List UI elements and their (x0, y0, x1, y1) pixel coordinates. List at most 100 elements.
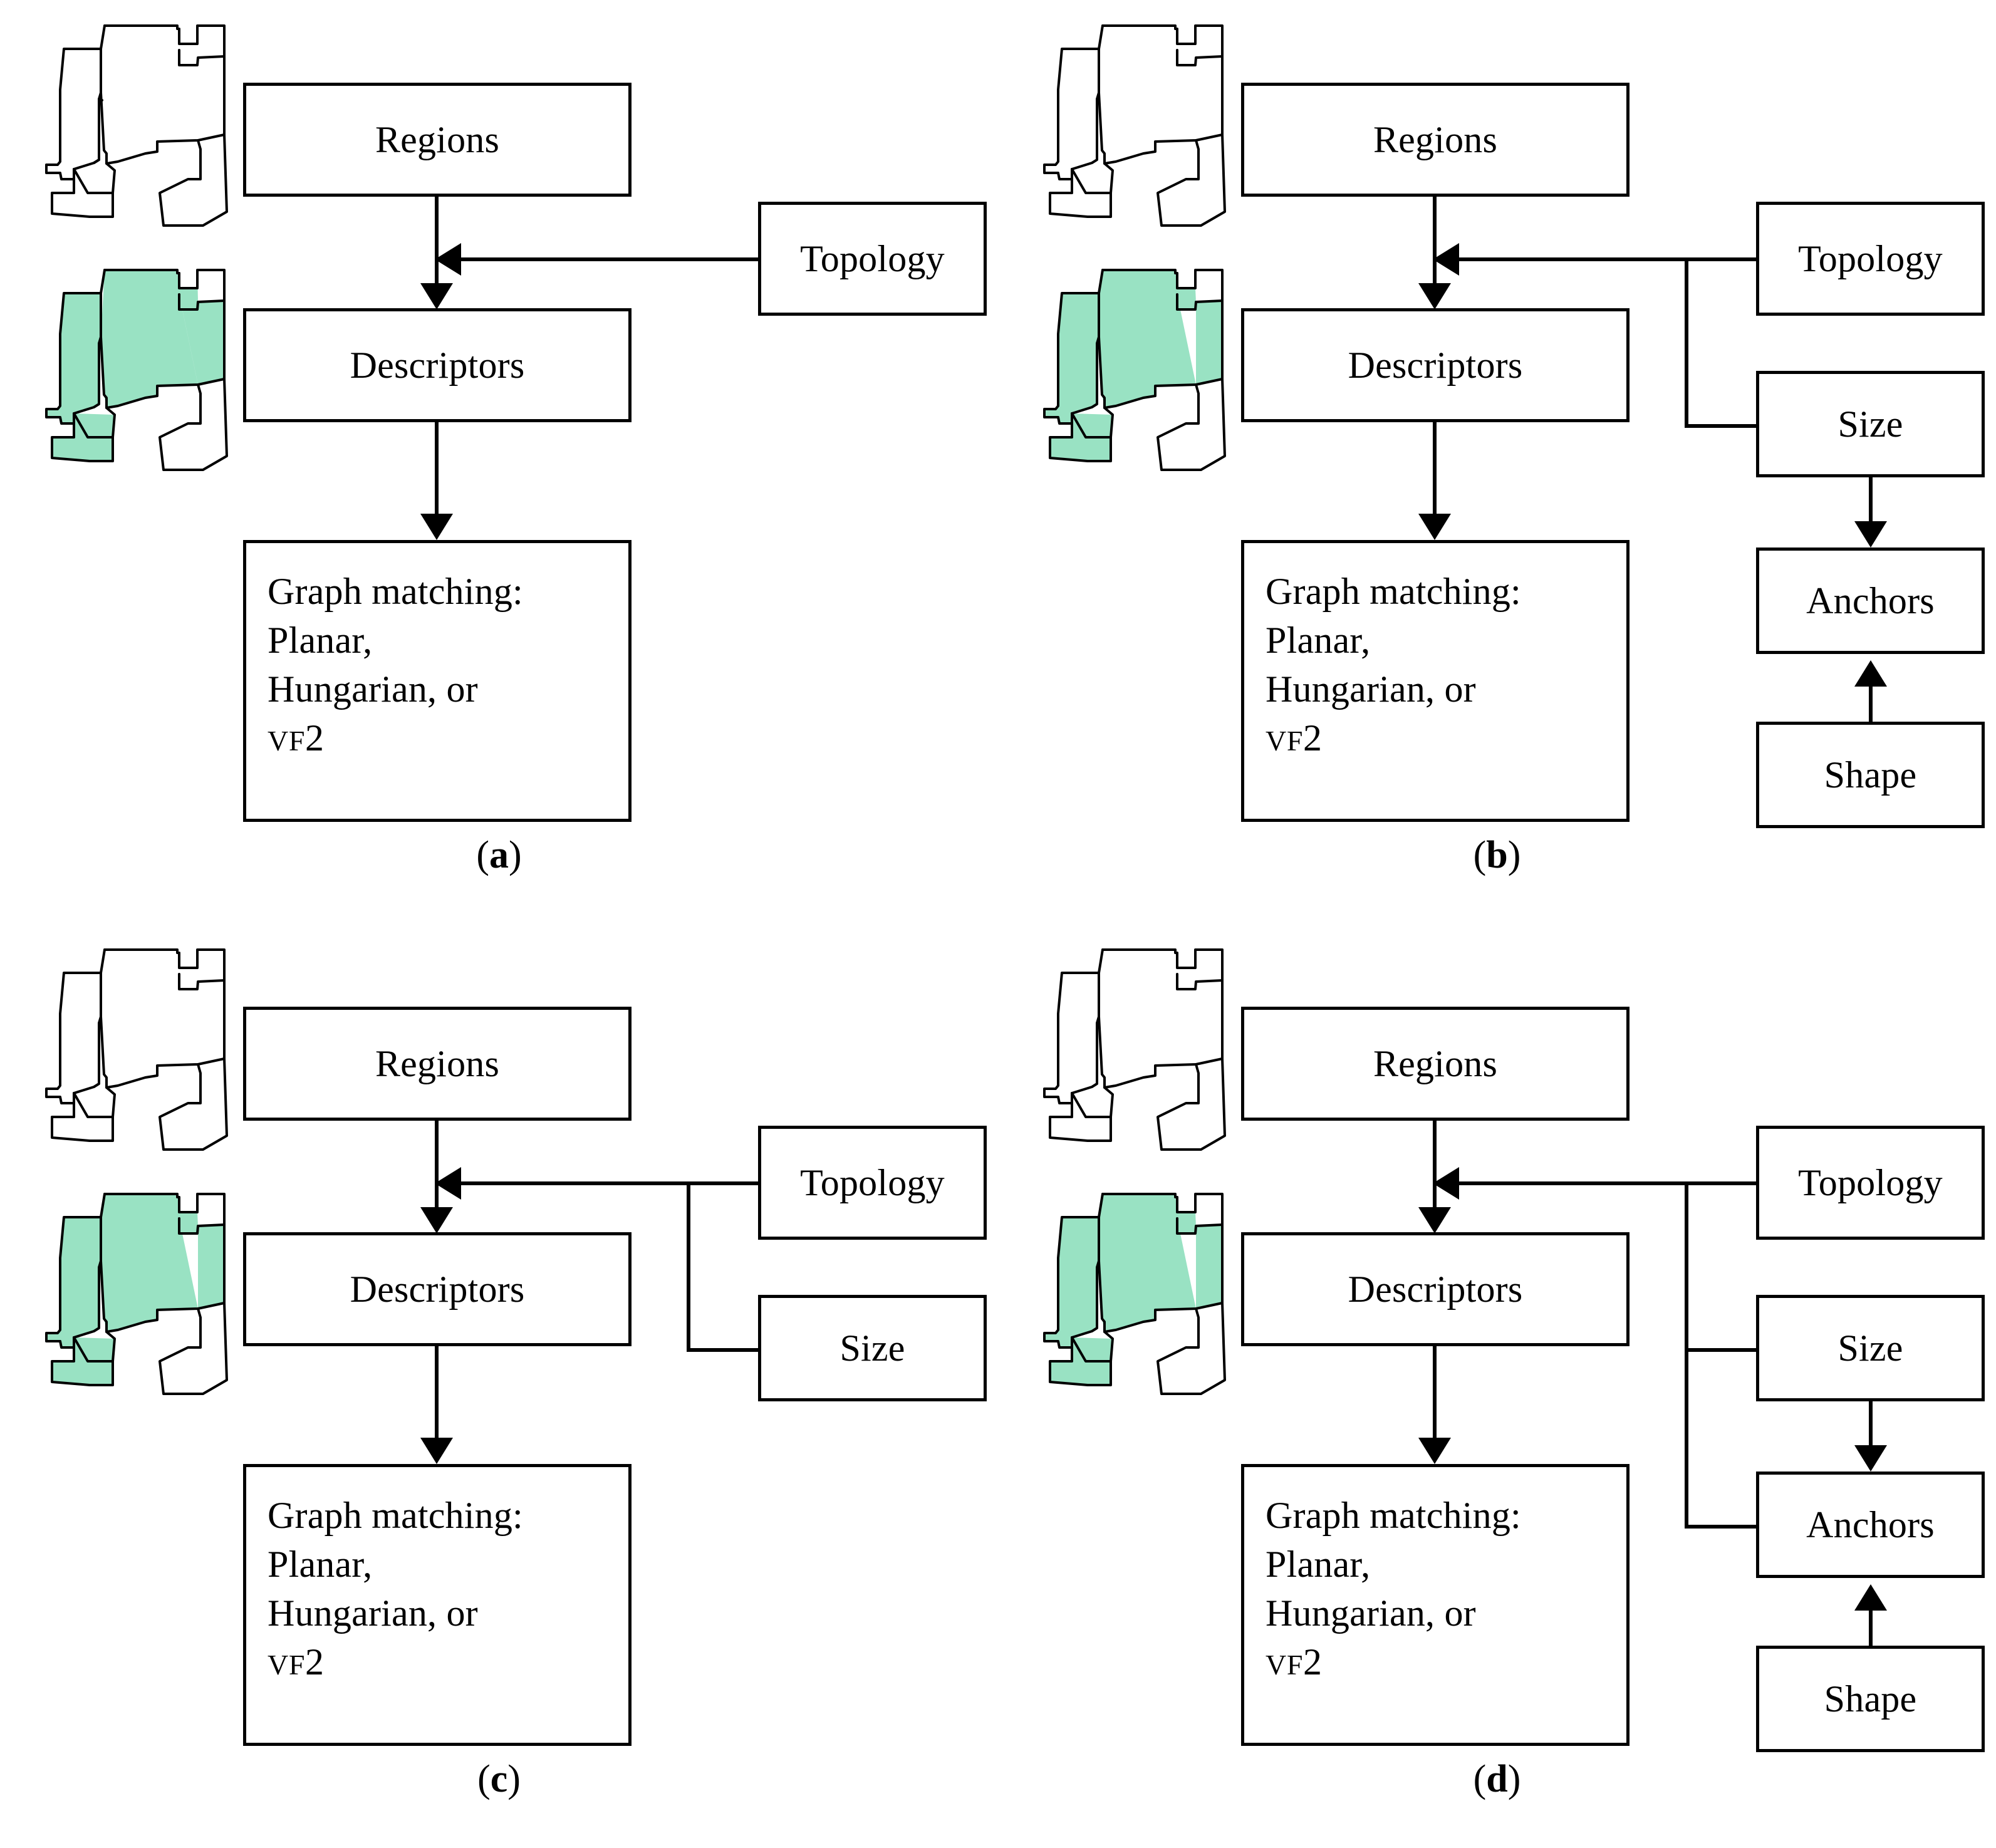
connector-descriptors-to-graph (435, 422, 439, 515)
connector-bus-to-size (1685, 1348, 1756, 1352)
box-size[interactable]: Size (1756, 371, 1985, 477)
region-map-plain (1016, 929, 1247, 1161)
box-size[interactable]: Size (1756, 1295, 1985, 1401)
graph-matching-text: Graph matching: Planar, Hungarian, or VF… (268, 567, 523, 762)
vf-smallcaps: VF (1266, 725, 1304, 757)
connector-size-to-anchors (1869, 1401, 1873, 1446)
caption-paren-open: ( (1473, 834, 1487, 876)
panel-d-caption: (d) (998, 1757, 1996, 1802)
box-shape[interactable]: Shape (1756, 1646, 1985, 1752)
graph-matching-line-2: Planar, (268, 620, 373, 661)
region-map-highlighted (1016, 1173, 1247, 1405)
arrowhead-into-graph-matching (420, 514, 453, 540)
caption-paren-close: ) (507, 1758, 521, 1800)
panel-b-caption: (b) (998, 833, 1996, 878)
box-regions-label: Regions (1373, 1043, 1498, 1084)
box-regions[interactable]: Regions (1241, 83, 1630, 197)
connector-bus-to-size (687, 1348, 758, 1352)
box-regions-label: Regions (1373, 119, 1498, 160)
graph-matching-line-4: VF2 (268, 1638, 523, 1686)
connector-bus-to-flow (1459, 257, 1688, 261)
caption-letter: b (1486, 834, 1508, 876)
caption-paren-close: ) (509, 834, 522, 876)
region-map-plain (1016, 5, 1247, 237)
box-anchors-label: Anchors (1806, 580, 1935, 621)
caption-letter: c (490, 1758, 508, 1800)
arrowhead-into-graph-matching (420, 1438, 453, 1464)
connector-shape-to-anchors (1869, 683, 1873, 725)
box-topology[interactable]: Topology (758, 202, 987, 316)
box-descriptors[interactable]: Descriptors (1241, 1232, 1630, 1346)
connector-bus-to-flow (461, 1181, 690, 1185)
box-topology-label: Topology (1798, 238, 1943, 279)
box-topology[interactable]: Topology (1756, 202, 1985, 316)
arrowhead-into-anchors (1854, 1445, 1887, 1472)
box-topology[interactable]: Topology (1756, 1126, 1985, 1240)
arrowhead-topology-into-flow (435, 243, 461, 276)
graph-matching-line-3: Hungarian, or (268, 1592, 478, 1634)
graph-matching-line-4: VF2 (1266, 714, 1521, 762)
panel-c: Regions Topology Size Descriptors Graph … (0, 924, 998, 1848)
box-regions[interactable]: Regions (1241, 1007, 1630, 1121)
box-shape-label: Shape (1824, 1678, 1917, 1720)
box-size-label: Size (839, 1327, 905, 1369)
box-descriptors[interactable]: Descriptors (1241, 308, 1630, 422)
box-graph-matching[interactable]: Graph matching: Planar, Hungarian, or VF… (1241, 540, 1630, 822)
region-map-highlighted (18, 249, 249, 481)
arrowhead-attributes-into-flow (1433, 1167, 1459, 1200)
box-regions[interactable]: Regions (243, 1007, 632, 1121)
box-size[interactable]: Size (758, 1295, 987, 1401)
region-map-highlighted (1016, 249, 1247, 481)
caption-letter: a (489, 834, 509, 876)
connector-vertical-bus (1685, 257, 1688, 428)
graph-matching-text: Graph matching: Planar, Hungarian, or VF… (268, 1491, 523, 1686)
connector-bus-to-topology (1685, 1181, 1756, 1185)
box-descriptors[interactable]: Descriptors (243, 1232, 632, 1346)
arrowhead-into-descriptors (420, 1207, 453, 1233)
box-regions[interactable]: Regions (243, 83, 632, 197)
panel-b: Regions Topology Size Anchors Shape Desc… (998, 0, 1996, 924)
connector-descriptors-to-graph (1433, 422, 1437, 515)
vf-number: 2 (305, 717, 325, 759)
box-shape[interactable]: Shape (1756, 722, 1985, 828)
arrowhead-attributes-into-flow (435, 1167, 461, 1200)
graph-matching-line-1: Graph matching: (1266, 571, 1521, 612)
graph-matching-line-2: Planar, (1266, 1544, 1371, 1585)
box-size-label: Size (1837, 403, 1903, 445)
vf-number: 2 (1303, 717, 1323, 759)
box-size-label: Size (1837, 1327, 1903, 1369)
graph-matching-text: Graph matching: Planar, Hungarian, or VF… (1266, 1491, 1521, 1686)
box-graph-matching[interactable]: Graph matching: Planar, Hungarian, or VF… (243, 540, 632, 822)
connector-vertical-bus (1685, 1181, 1688, 1529)
graph-matching-line-1: Graph matching: (268, 1495, 523, 1536)
box-descriptors[interactable]: Descriptors (243, 308, 632, 422)
panel-b-thumbnails (1016, 5, 1247, 481)
arrowhead-attributes-into-flow (1433, 243, 1459, 276)
box-shape-label: Shape (1824, 754, 1917, 796)
vf-smallcaps: VF (268, 725, 306, 757)
box-graph-matching[interactable]: Graph matching: Planar, Hungarian, or VF… (243, 1464, 632, 1746)
arrowhead-shape-into-anchors (1854, 1584, 1887, 1611)
connector-bus-to-topology (687, 1181, 758, 1185)
vf-number: 2 (1303, 1641, 1323, 1683)
vf-smallcaps: VF (268, 1649, 306, 1681)
arrowhead-into-anchors (1854, 521, 1887, 548)
box-anchors[interactable]: Anchors (1756, 548, 1985, 654)
connector-bus-to-anchors (1685, 1525, 1756, 1529)
connector-bus-to-flow (1459, 1181, 1688, 1185)
arrowhead-into-descriptors (420, 283, 453, 309)
caption-paren-close: ) (1507, 834, 1521, 876)
arrowhead-into-graph-matching (1418, 514, 1451, 540)
graph-matching-text: Graph matching: Planar, Hungarian, or VF… (1266, 567, 1521, 762)
box-topology[interactable]: Topology (758, 1126, 987, 1240)
caption-paren-close: ) (1507, 1758, 1521, 1800)
graph-matching-line-1: Graph matching: (1266, 1495, 1521, 1536)
box-anchors[interactable]: Anchors (1756, 1472, 1985, 1578)
arrowhead-into-graph-matching (1418, 1438, 1451, 1464)
box-graph-matching[interactable]: Graph matching: Planar, Hungarian, or VF… (1241, 1464, 1630, 1746)
box-descriptors-label: Descriptors (1348, 1269, 1523, 1310)
panel-d: Regions Topology Size Anchors Shape Desc… (998, 924, 1996, 1848)
graph-matching-line-4: VF2 (268, 714, 523, 762)
box-regions-label: Regions (375, 119, 500, 160)
